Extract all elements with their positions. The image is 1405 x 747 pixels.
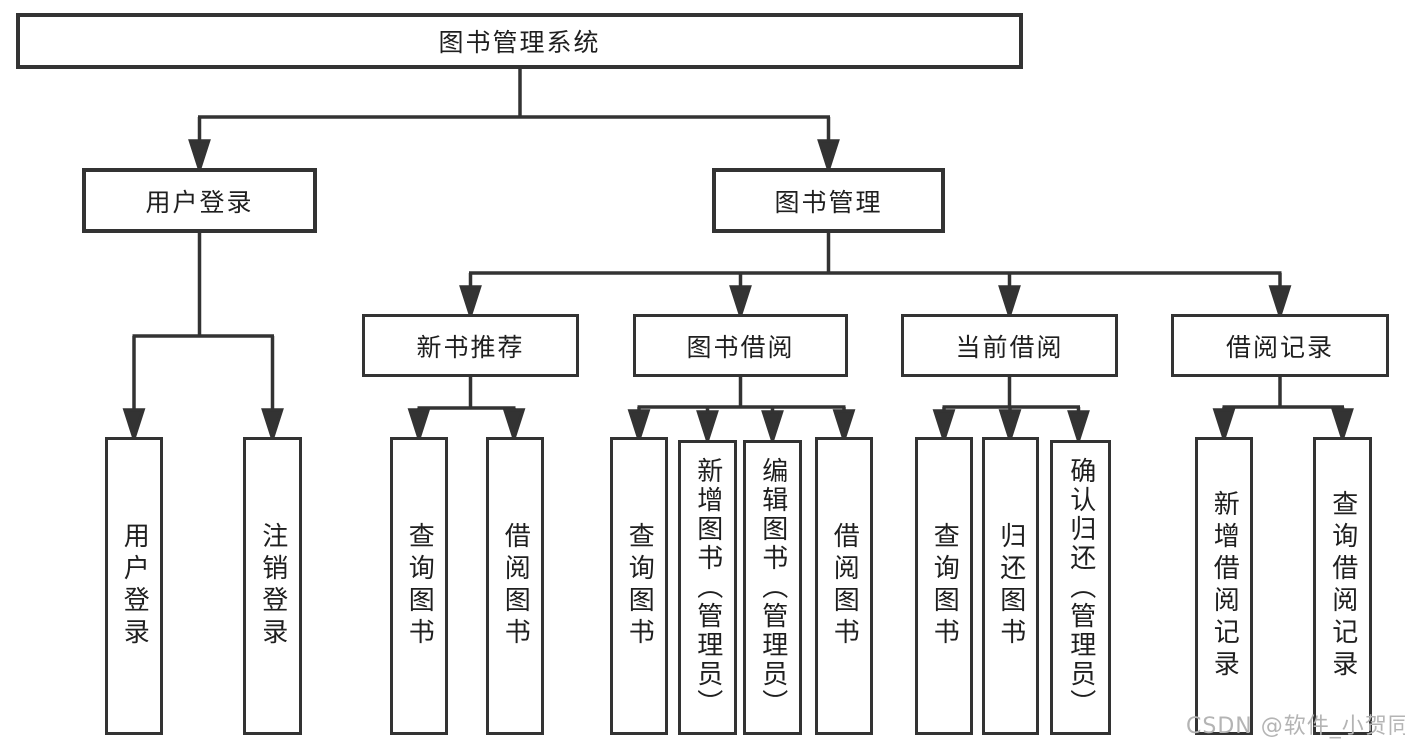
node-current-borrowing: 当前借阅 [901,314,1118,377]
connector-group-current-borrow [932,377,1090,446]
leaf-add-books-admin: 新增图书（管理员） [678,440,737,735]
leaf-query-borrow-record: 查询借阅记录 [1313,437,1372,735]
arrowhead-icon [696,410,719,446]
arrowhead-icon [817,139,840,175]
arrowhead-icon [1212,408,1236,444]
node-book-borrowing: 图书借阅 [633,314,848,377]
arrowhead-icon [627,409,651,445]
leaf-borrow-books-newbook: 借阅图书 [486,437,544,735]
arrowhead-icon [832,409,856,445]
csdn-watermark: CSDN @软件_小贺同学 [1186,714,1405,739]
node-label: 借阅图书 [500,522,531,650]
connector-group-book-management [459,233,1292,321]
leaf-query-books-newbook: 查询图书 [390,437,448,735]
node-label: 借阅图书 [829,522,860,650]
node-label: 新书推荐 [416,332,525,362]
node-label: 归还图书 [995,522,1026,650]
arrowhead-icon [502,408,526,444]
connector-group-borrow-record [1212,377,1354,444]
node-label: 查询借阅记录 [1327,490,1358,682]
arrowhead-icon [932,409,956,445]
arrowhead-icon [998,285,1021,321]
leaf-borrow-books-borrowing: 借阅图书 [815,437,873,735]
leaf-add-borrow-record: 新增借阅记录 [1195,437,1253,735]
node-label: 编辑图书（管理员） [757,457,788,718]
node-borrowing-records: 借阅记录 [1171,314,1389,377]
node-label: 注销登录 [257,522,288,650]
arrowhead-icon [729,285,752,321]
node-user-login: 用户登录 [82,168,317,233]
arrowhead-icon [1331,408,1354,444]
connector-group-book-borrow [627,377,856,446]
node-label: 查询图书 [624,522,655,650]
arrowhead-icon [998,409,1022,445]
node-label: 确认归还（管理员） [1065,457,1096,718]
node-book-management: 图书管理 [712,168,945,233]
node-label: 当前借阅 [955,332,1064,362]
leaf-query-books-current: 查询图书 [915,437,973,735]
arrowhead-icon [761,410,784,446]
node-library-management-system: 图书管理系统 [16,13,1023,69]
leaf-logout: 注销登录 [243,437,302,735]
leaf-return-books: 归还图书 [982,437,1039,735]
arrowhead-icon [188,139,211,175]
node-label: 图书管理系统 [438,28,601,57]
leaf-user-login: 用户登录 [105,437,163,735]
node-label: 借阅记录 [1225,332,1334,362]
arrowhead-icon [122,408,146,444]
node-label: 图书管理 [774,187,883,217]
leaf-query-books-borrowing: 查询图书 [610,437,668,735]
arrowhead-icon [459,285,482,321]
node-label: 新增图书（管理员） [692,457,723,718]
connector-group-user-login [122,233,284,444]
node-label: 图书借阅 [686,332,795,362]
leaf-confirm-return-admin: 确认归还（管理员） [1050,440,1111,735]
arrowhead-icon [1268,285,1292,321]
node-label: 查询图书 [404,522,435,650]
connector-group-new-book [407,377,526,444]
node-label: 用户登录 [145,187,254,217]
node-label: 新增借阅记录 [1209,490,1240,682]
node-new-book-recommendation: 新书推荐 [362,314,579,377]
arrowhead-icon [1067,410,1090,446]
node-label: 查询图书 [929,522,960,650]
arrowhead-icon [261,408,284,444]
node-label: 用户登录 [119,522,150,650]
arrowhead-icon [407,408,431,444]
connector-group-root [188,69,840,175]
leaf-edit-books-admin: 编辑图书（管理员） [743,440,802,735]
